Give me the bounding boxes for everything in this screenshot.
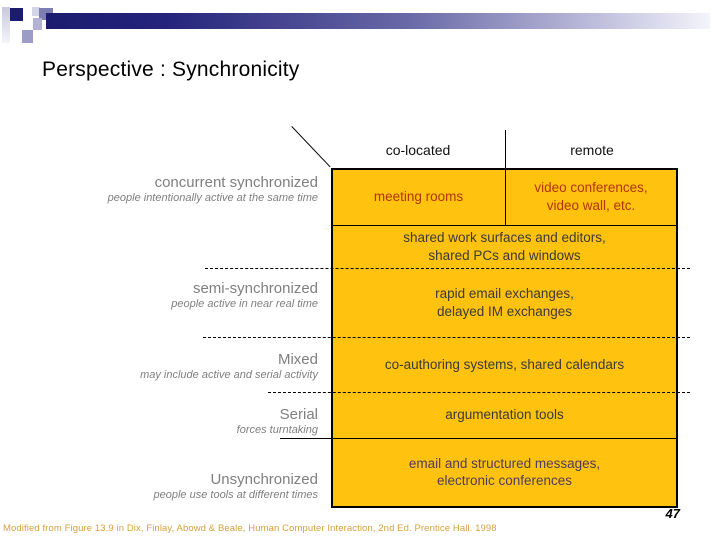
- page-number: 47: [665, 506, 680, 521]
- deco-strip: [2, 7, 10, 43]
- row-label-serial: Serial forces turntaking: [237, 406, 318, 437]
- row-label-semi-synchronized: semi-synchronized people active in near …: [171, 280, 318, 311]
- cell-concurrent-colocated: meeting rooms: [373, 188, 464, 204]
- footer-citation: Modified from Figure 13.9 in Dix, Finlay…: [3, 523, 497, 534]
- row-sublabel-text: people active in near real time: [171, 298, 318, 310]
- row-separator-dashed-1: [205, 268, 690, 269]
- cell-concurrent-remote: video conferences, video wall, etc.: [534, 180, 648, 213]
- cell-coauthoring: co-authoring systems, shared calendars: [384, 356, 625, 372]
- deco-square-pale: [32, 7, 40, 16]
- row-separator-solid-1: [333, 225, 676, 226]
- row-label-text: concurrent synchronized: [154, 174, 318, 191]
- row-sublabel-text: forces turntaking: [236, 424, 318, 436]
- deco-square-lavender-2: [22, 30, 33, 43]
- matrix-box: [331, 168, 678, 508]
- column-divider-line: [505, 130, 506, 226]
- row-label-text: Serial: [279, 406, 318, 423]
- row-separator-dashed-2: [203, 337, 690, 338]
- cell-shared-surfaces: shared work surfaces and editors, shared…: [403, 230, 606, 263]
- row-sublabel-text: people use tools at different times: [153, 489, 318, 501]
- slide-title: Perspective : Synchronicity: [42, 58, 300, 81]
- axis-diagonal-line: [291, 126, 331, 168]
- column-header-remote: remote: [570, 142, 614, 158]
- cell-rapid-email: rapid email exchanges, delayed IM exchan…: [435, 286, 574, 319]
- deco-square-navy: [10, 8, 23, 21]
- deco-square-lavender-1: [33, 18, 42, 30]
- row-label-concurrent: concurrent synchronized people intention…: [108, 174, 318, 205]
- row-label-text: Mixed: [277, 351, 318, 368]
- cell-argumentation: argumentation tools: [445, 407, 564, 423]
- row-label-mixed: Mixed may include active and serial acti…: [140, 351, 318, 382]
- row-label-text: Unsynchronized: [210, 471, 318, 488]
- row-separator-dashed-3: [268, 392, 690, 393]
- row-label-text: semi-synchronized: [192, 280, 318, 297]
- row-sublabel-text: may include active and serial activity: [140, 369, 318, 381]
- row-sublabel-text: people intentionally active at the same …: [107, 192, 318, 204]
- row-separator-solid-2: [280, 438, 678, 439]
- deco-gradient-bar: [46, 13, 710, 29]
- row-label-unsynchronized: Unsynchronized people use tools at diffe…: [154, 471, 318, 502]
- column-header-colocated: co-located: [385, 142, 451, 158]
- cell-email-structured: email and structured messages, electroni…: [408, 455, 601, 488]
